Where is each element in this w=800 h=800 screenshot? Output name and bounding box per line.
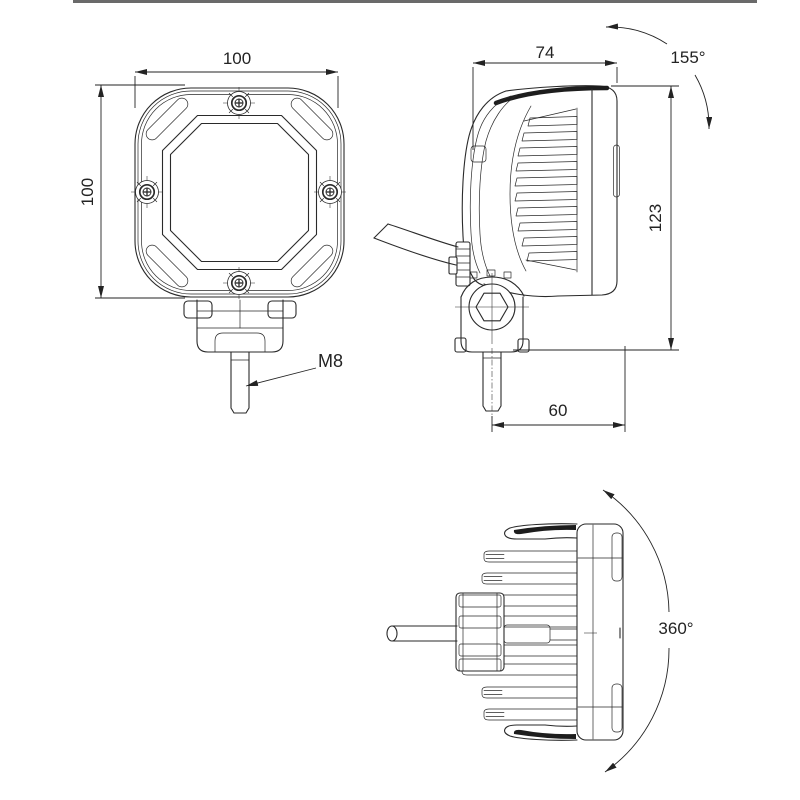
side-view: 74 123 60 155° <box>373 23 713 432</box>
dimension-side-height: 123 <box>513 85 679 351</box>
side-mounting-bolt <box>482 348 502 418</box>
bolt-thread-label: M8 <box>318 351 343 371</box>
bezel-ring-outer <box>161 114 318 271</box>
rotation-angle-annotation: 360° <box>602 489 694 773</box>
tilt-angle-value: 155° <box>670 48 705 67</box>
side-depth-value: 74 <box>536 43 555 62</box>
front-mounting-bracket <box>183 299 297 353</box>
front-view: 100 100 M8 <box>78 49 347 414</box>
bottom-view: 360° <box>386 489 694 773</box>
front-height-value: 100 <box>78 178 97 206</box>
screw-left <box>130 175 164 209</box>
tilt-angle-annotation: 155° <box>605 23 713 130</box>
bottom-bracket <box>455 592 505 672</box>
side-cable <box>373 223 459 266</box>
lens-edge <box>169 122 310 263</box>
front-width-value: 100 <box>223 49 251 68</box>
dimension-bracket-offset: 60 <box>491 346 626 432</box>
front-screws <box>130 86 347 300</box>
screw-top <box>222 86 256 120</box>
corner-pad-top-left <box>145 97 189 141</box>
top-border-line <box>73 0 757 3</box>
side-bracket <box>454 269 530 353</box>
corner-pad-bottom-right <box>290 244 334 288</box>
corner-pad-bottom-left <box>145 244 189 288</box>
side-cable-connector <box>448 241 471 287</box>
side-height-value: 123 <box>646 204 665 232</box>
side-heatsink-fins <box>514 116 578 262</box>
bottom-lamp-body <box>576 523 624 741</box>
front-lamp-body <box>134 87 345 298</box>
bolt-callout: M8 <box>245 351 343 387</box>
bottom-mounting-bolt <box>386 625 458 642</box>
front-mounting-bolt <box>230 351 250 414</box>
dimension-front-height: 100 <box>78 84 185 299</box>
dimension-front-width: 100 <box>134 49 339 108</box>
corner-pad-top-right <box>290 97 334 141</box>
rotation-angle-value: 360° <box>658 619 693 638</box>
bottom-center-fin <box>503 624 578 644</box>
dimension-side-depth: 74 <box>472 43 618 150</box>
bracket-offset-value: 60 <box>549 401 568 420</box>
side-lamp-body <box>461 85 620 297</box>
